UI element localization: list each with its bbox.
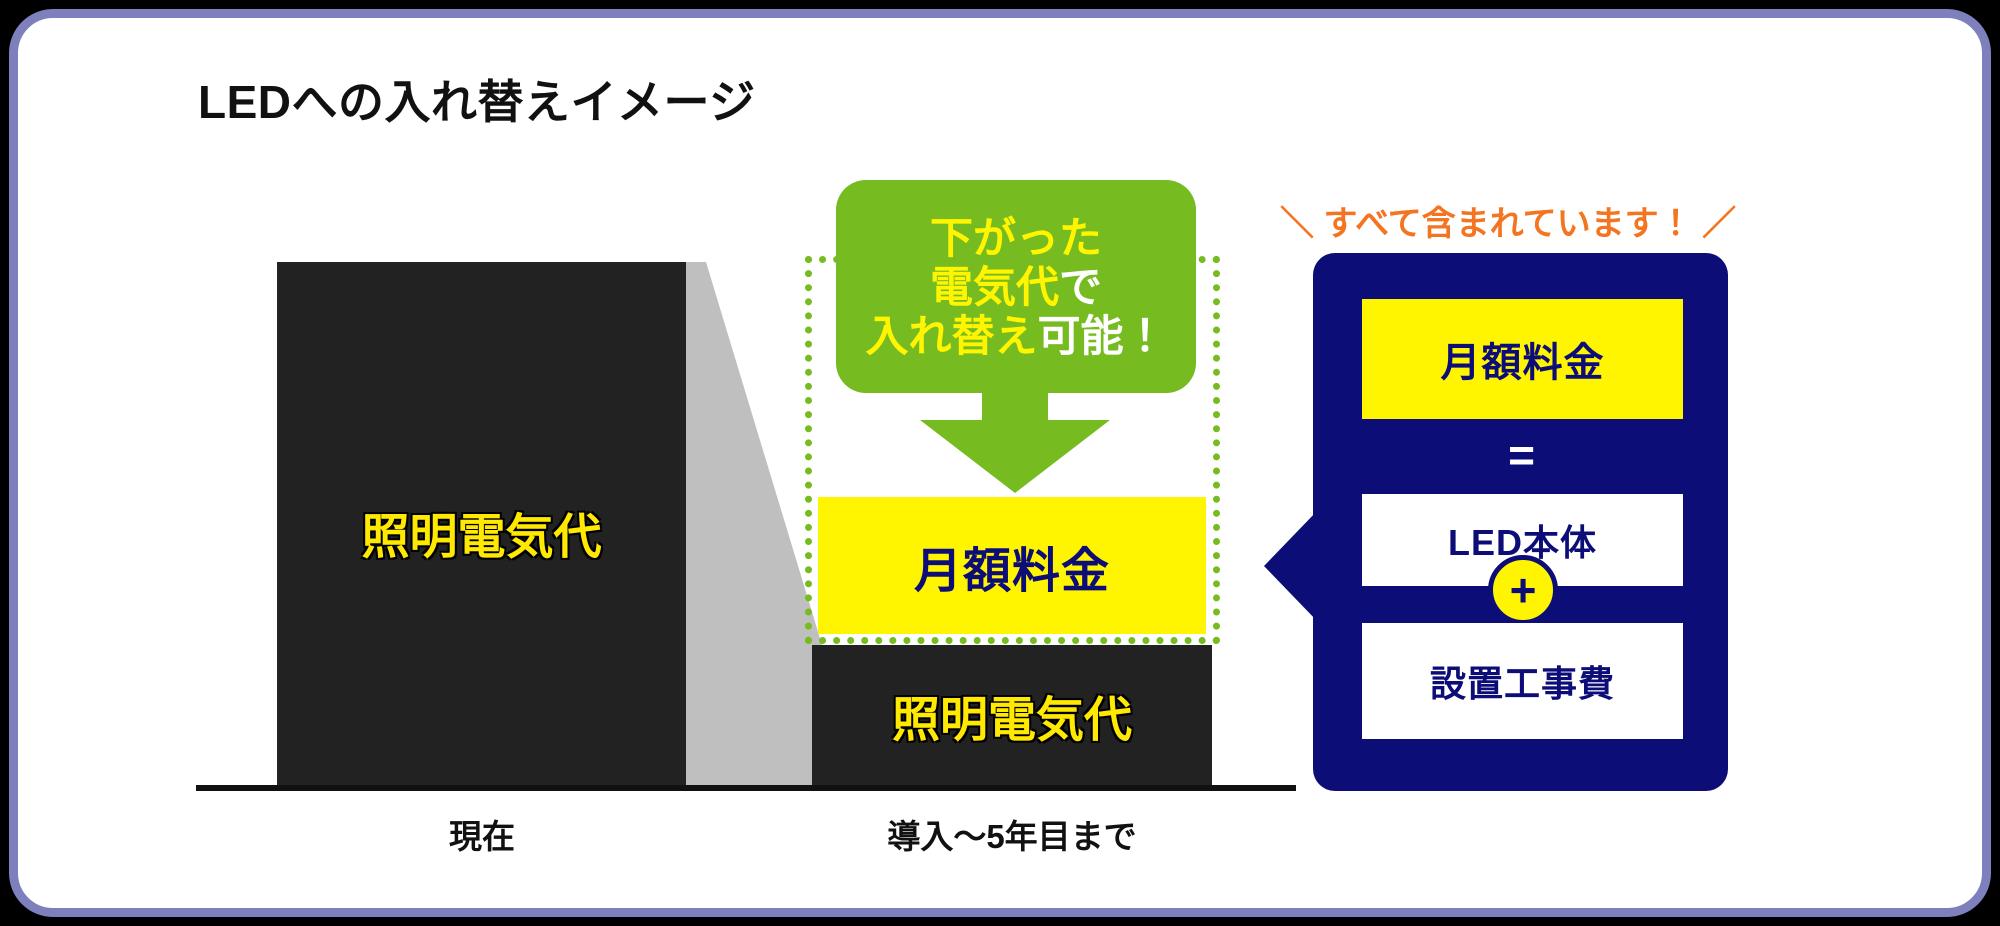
callout-line-1-highlight: 下がった <box>930 214 1102 263</box>
bar-label-future-electricity: 照明電気代 <box>891 694 1132 747</box>
page-title: LEDへの入れ替えイメージ <box>198 76 756 128</box>
chart-axis-line <box>196 785 1296 791</box>
chart-monthly-fee-block: 月額料金 <box>818 497 1206 634</box>
callout-line-3-highlight: 入れ替え <box>865 313 1038 361</box>
callout-line-3-plain: 可能！ <box>1037 313 1167 361</box>
included-item-install-label: 設置工事費 <box>1429 663 1615 704</box>
bar-bridge-trapezoid <box>686 262 822 785</box>
included-fee-label: 月額料金 <box>1440 341 1605 385</box>
plus-icon: + <box>1488 555 1558 625</box>
left-pointer-icon <box>1264 510 1318 622</box>
axis-label-future: 導入〜5年目まで <box>887 818 1137 855</box>
chart-monthly-fee-label: 月額料金 <box>913 544 1110 598</box>
callout-line-3: 入れ替え可能！ <box>866 313 1167 362</box>
bar-current-electricity <box>277 262 686 785</box>
savings-callout-bubble: 下がった 電気代で 入れ替え可能！ <box>836 180 1196 393</box>
included-caption: ＼ すべて含まれています！ ／ <box>1280 205 1737 243</box>
equals-icon: = <box>1508 429 1537 481</box>
callout-line-1: 下がった <box>930 215 1102 264</box>
callout-line-2-plain: で <box>1059 263 1102 312</box>
included-fee-box: 月額料金 <box>1362 299 1683 419</box>
callout-line-2: 電気代で <box>930 264 1102 313</box>
bar-future-electricity <box>812 645 1212 785</box>
included-item-install: 設置工事費 <box>1362 623 1683 739</box>
callout-line-2-highlight: 電気代 <box>930 263 1059 312</box>
axis-label-current: 現在 <box>449 818 515 855</box>
down-arrow-icon <box>920 388 1110 493</box>
bar-label-current-electricity: 照明電気代 <box>361 511 602 564</box>
